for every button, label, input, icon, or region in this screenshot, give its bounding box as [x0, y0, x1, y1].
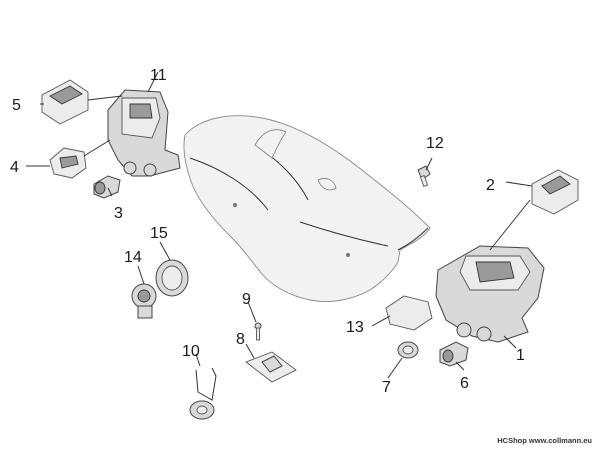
callout-leaders	[26, 71, 533, 379]
handlebar-cover-body	[183, 115, 431, 302]
callout-1: 1	[516, 347, 525, 364]
footer-watermark: HCShop www.collmann.eu	[497, 436, 592, 445]
callout-4: 4	[10, 159, 19, 176]
part-8-bracket	[245, 351, 297, 383]
callout-15: 15	[150, 225, 168, 242]
callout-7: 7	[382, 379, 391, 396]
part-14-ignition-switch	[131, 283, 157, 319]
callout-14: 14	[124, 249, 142, 266]
part-10-sensor-cable	[189, 367, 217, 420]
callout-11: 11	[150, 67, 167, 84]
callout-12: 12	[426, 135, 444, 152]
callout-9: 9	[242, 291, 251, 308]
part-6-bulb-holder	[439, 341, 469, 367]
callout-labels: 11 5 4 3 15 14 12 2 9 13 8 10 1 7 6	[10, 67, 525, 396]
callout-8: 8	[236, 331, 245, 348]
part-2-switch-button	[531, 169, 579, 215]
callout-3: 3	[114, 205, 123, 222]
callout-2: 2	[486, 177, 495, 194]
callout-13: 13	[346, 319, 364, 336]
part-4-switch-lever	[49, 147, 87, 179]
part-3-bulb-holder	[93, 175, 121, 199]
part-11-left-switch-housing	[107, 89, 181, 177]
part-13-trim-piece	[385, 295, 433, 331]
callout-6: 6	[460, 375, 469, 392]
part-7-grommet	[397, 341, 419, 359]
part-9-screw	[254, 322, 262, 341]
part-15-ring-bezel	[155, 259, 189, 297]
callout-5: 5	[12, 97, 21, 114]
part-12-screw	[417, 165, 431, 187]
part-5-switch-button	[41, 79, 89, 125]
callout-10: 10	[182, 343, 200, 360]
part-1-right-switch-housing	[435, 245, 545, 343]
